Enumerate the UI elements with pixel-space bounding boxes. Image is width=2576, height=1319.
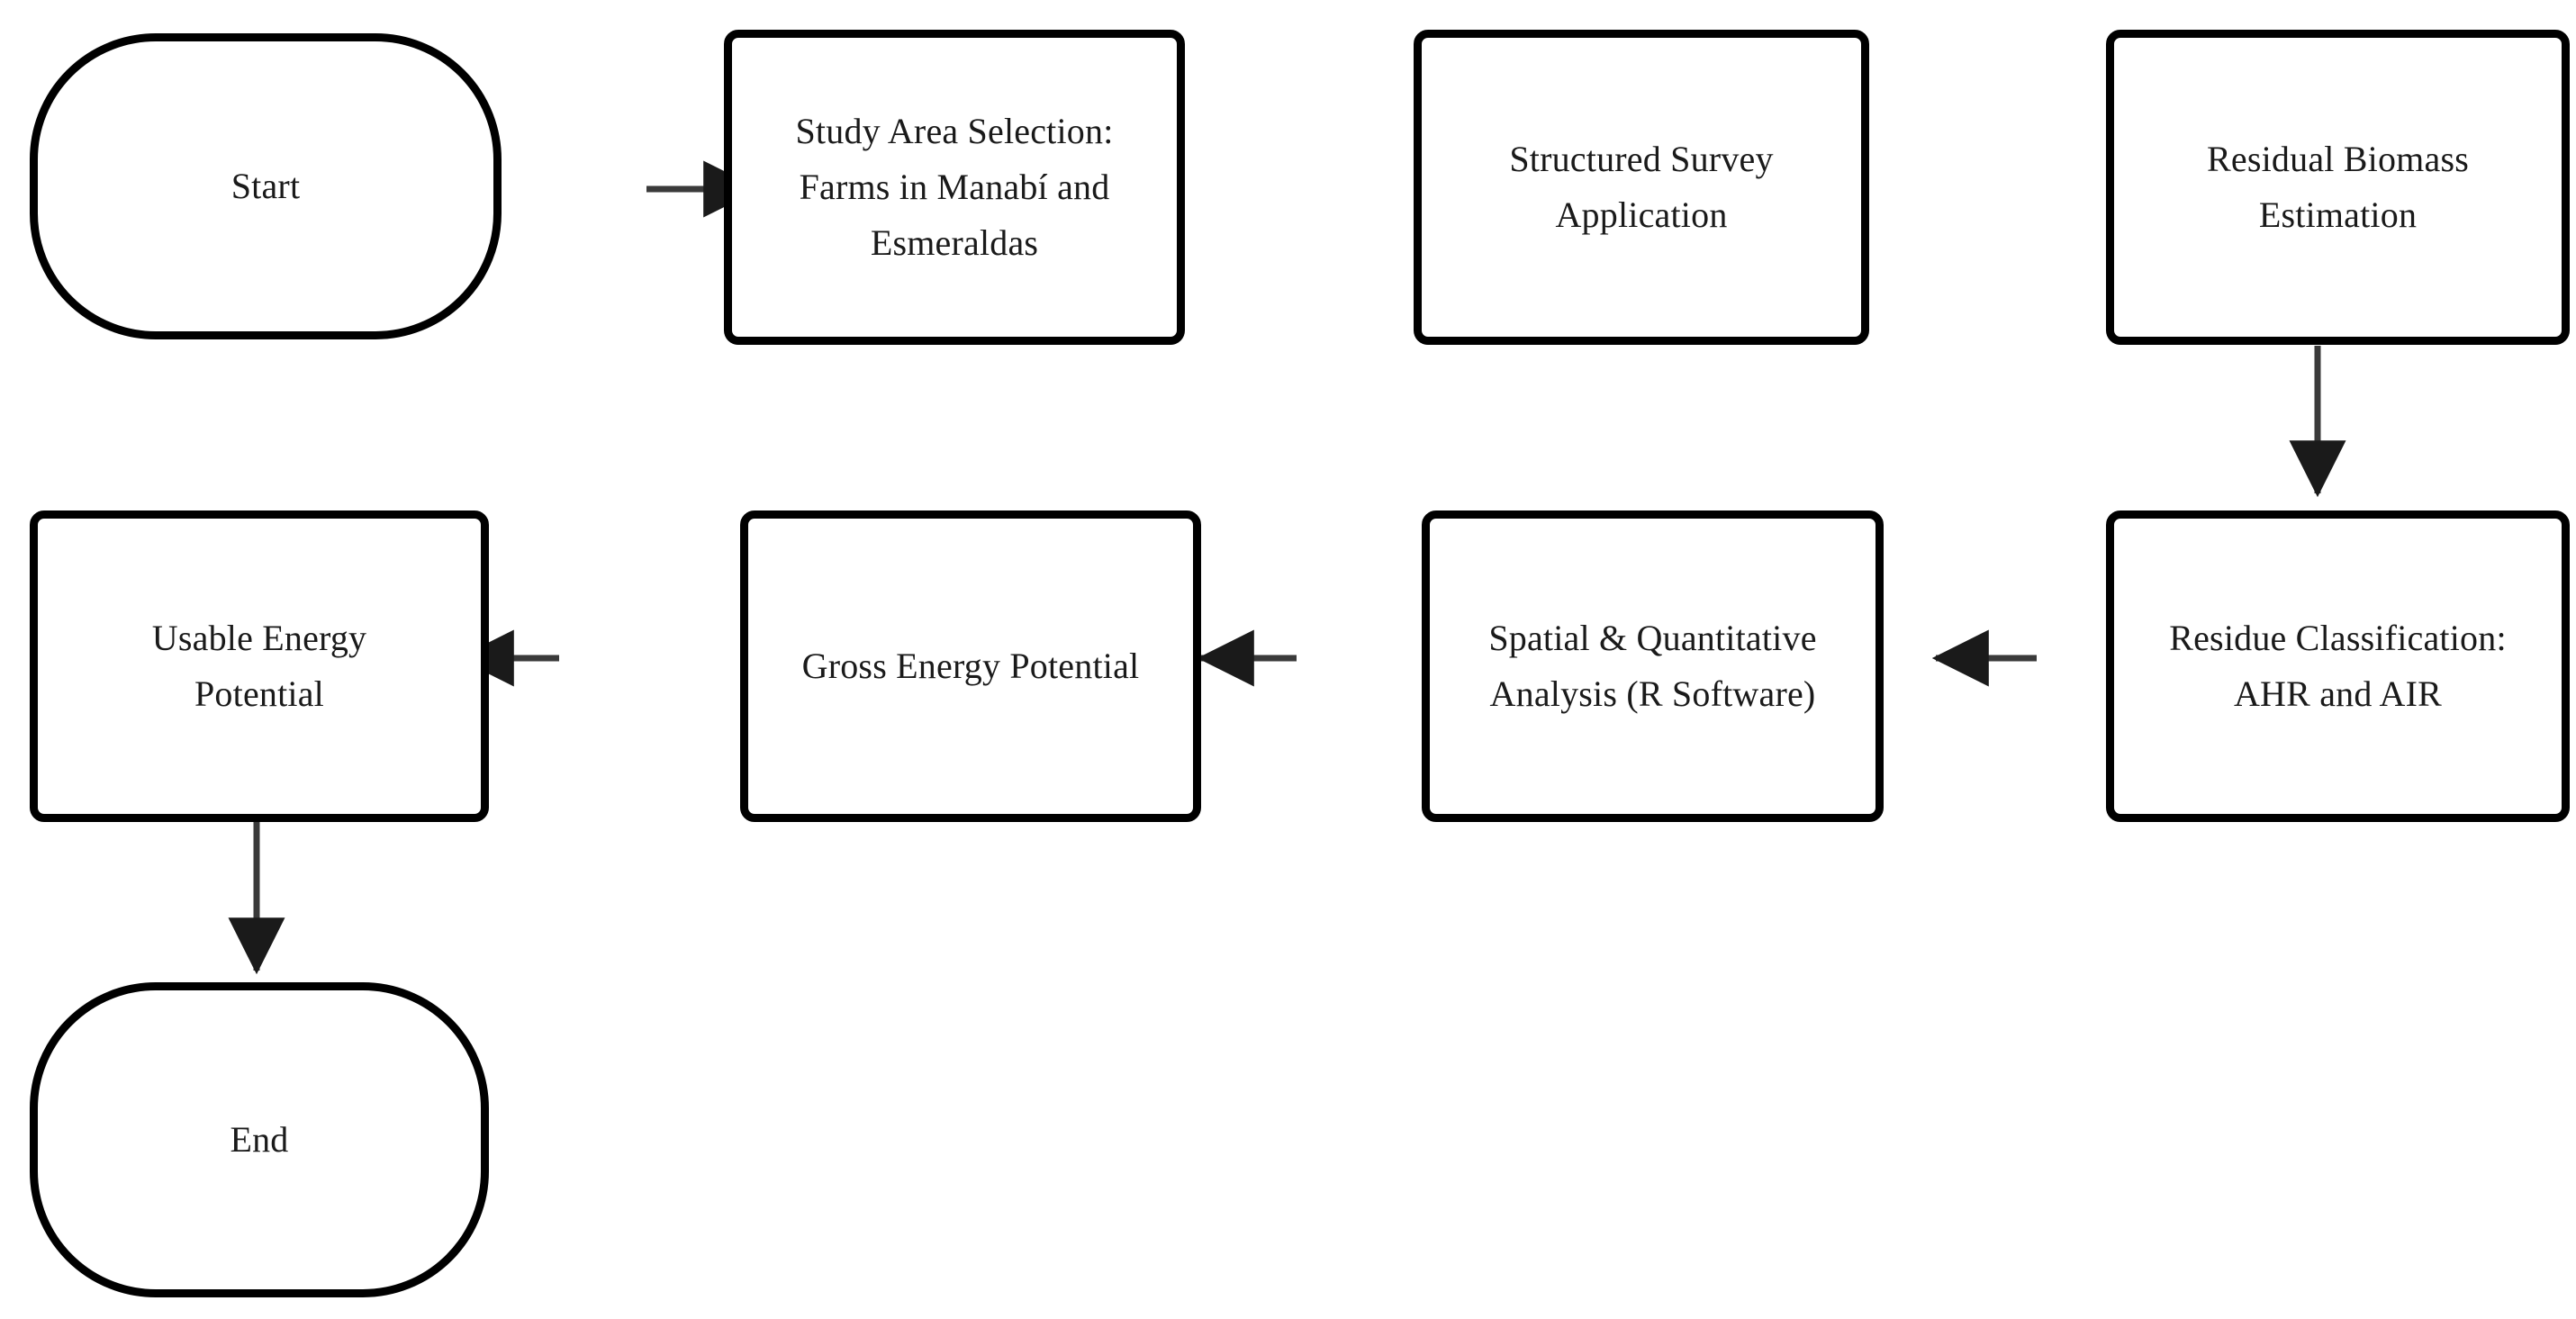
- node-residue-classification[interactable]: Residue Classification: AHR and AIR: [2106, 510, 2570, 822]
- node-usable-energy-potential[interactable]: Usable Energy Potential: [30, 510, 489, 822]
- node-structured-survey-application-label: Structured Survey Application: [1509, 139, 1774, 235]
- node-residual-biomass-estimation-label: Residual Biomass Estimation: [2207, 139, 2469, 235]
- node-study-area-selection-label: Study Area Selection: Farms in Manabí an…: [795, 111, 1114, 263]
- node-usable-energy-potential-label: Usable Energy Potential: [151, 618, 367, 714]
- node-start[interactable]: Start: [30, 33, 502, 339]
- node-end-label: End: [230, 1119, 289, 1160]
- node-residue-classification-label: Residue Classification: AHR and AIR: [2169, 618, 2507, 714]
- node-start-label: Start: [230, 166, 301, 206]
- node-gross-energy-potential-label: Gross Energy Potential: [801, 646, 1140, 686]
- node-structured-survey-application[interactable]: Structured Survey Application: [1414, 30, 1869, 345]
- node-end[interactable]: End: [30, 982, 489, 1297]
- node-spatial-quantitative-analysis[interactable]: Spatial & Quantitative Analysis (R Softw…: [1422, 510, 1884, 822]
- node-study-area-selection[interactable]: Study Area Selection: Farms in Manabí an…: [724, 30, 1185, 345]
- node-residual-biomass-estimation[interactable]: Residual Biomass Estimation: [2106, 30, 2570, 345]
- node-gross-energy-potential[interactable]: Gross Energy Potential: [740, 510, 1201, 822]
- node-spatial-quantitative-analysis-label: Spatial & Quantitative Analysis (R Softw…: [1488, 618, 1817, 714]
